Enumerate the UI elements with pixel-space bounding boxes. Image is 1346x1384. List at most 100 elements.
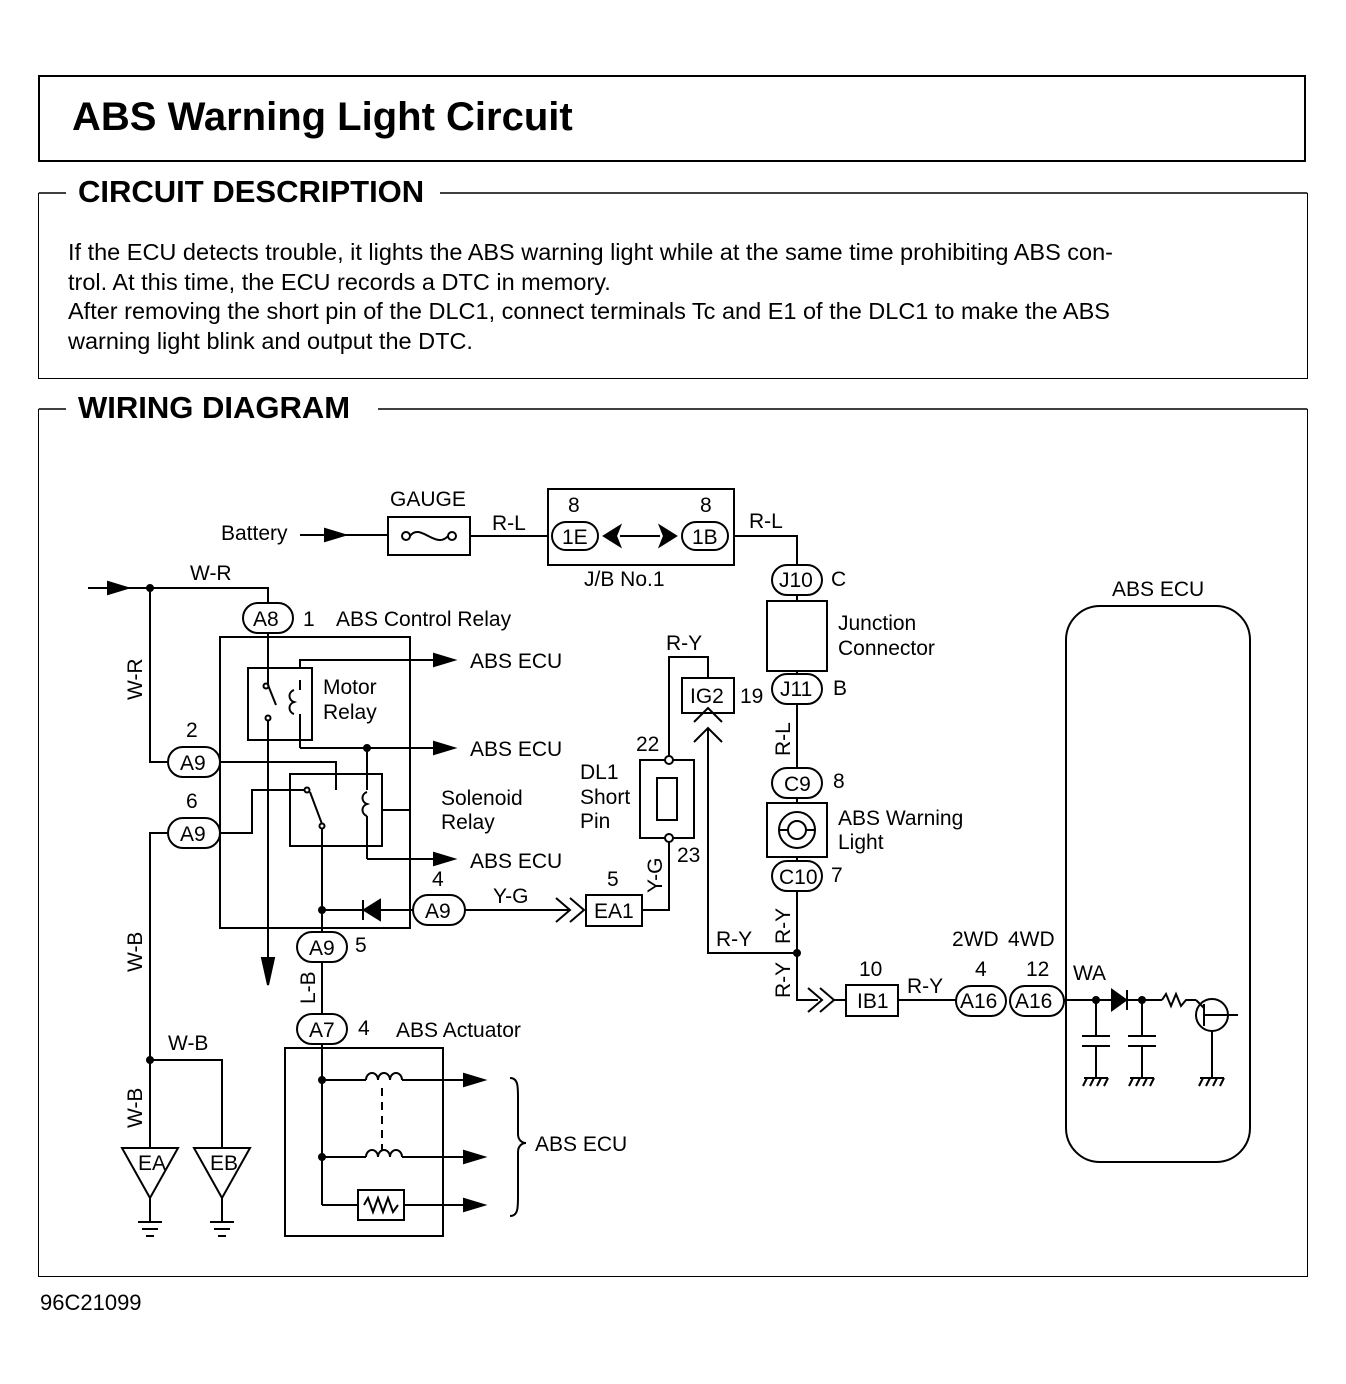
- wire-w-r: [130, 587, 269, 603]
- pin-label: 5: [355, 934, 367, 957]
- relay-label: Relay: [323, 701, 377, 724]
- solenoid-coil-icon: [365, 1149, 403, 1158]
- connector-label: 1E: [562, 526, 588, 549]
- brace-icon: [509, 1077, 527, 1217]
- fuse-icon: [409, 530, 449, 542]
- pin-text-label: Pin: [580, 810, 610, 833]
- wire-label: R-Y: [772, 908, 795, 944]
- pin-label: 6: [186, 790, 198, 813]
- short-label: Short: [580, 786, 630, 809]
- pin-label: 4: [358, 1017, 370, 1040]
- dl1-label: DL1: [580, 761, 619, 784]
- page-title: ABS Warning Light Circuit: [72, 95, 573, 139]
- wire-label: W-R: [190, 562, 232, 585]
- ground-icon: [1082, 1077, 1109, 1087]
- title-box: ABS Warning Light Circuit: [38, 75, 1306, 162]
- wire-w-r-side: [149, 588, 168, 763]
- motor-label: Motor: [323, 676, 377, 699]
- ground-icon: [1198, 1077, 1225, 1087]
- pin-label: B: [833, 677, 847, 700]
- pin-label: 1: [303, 608, 315, 631]
- connector-label: IG2: [690, 685, 724, 708]
- wire-r-y-junction: [707, 728, 797, 954]
- connector-label: A7: [309, 1019, 335, 1042]
- wire-label: W-B: [124, 1088, 147, 1128]
- circuit-description-box: [38, 193, 1308, 379]
- jb-link-arrow-left: [602, 523, 623, 549]
- jb-label: J/B No.1: [584, 568, 665, 591]
- abs-control-relay-label: ABS Control Relay: [336, 608, 512, 631]
- junction-label: Junction: [838, 612, 916, 635]
- pin-label: 8: [568, 494, 580, 517]
- connector-label: EA1: [594, 900, 634, 923]
- pin-label: 22: [636, 733, 659, 756]
- relay-coil-icon: [361, 791, 371, 817]
- wire-r-y-2: [796, 953, 818, 1001]
- abs-warning-label: ABS Warning: [838, 807, 963, 830]
- 4wd-label: 4WD: [1008, 928, 1055, 951]
- ground-eb: [192, 1147, 252, 1201]
- connector-label: J10: [779, 569, 813, 592]
- wire-label: Y-G: [493, 885, 528, 908]
- solenoid-coil-icon: [365, 1072, 403, 1081]
- wire-label: L-B: [297, 971, 320, 1004]
- ground-icon: [1128, 1077, 1155, 1087]
- junction-connector: [766, 600, 828, 672]
- wire-label: R-L: [749, 510, 783, 533]
- abs-ecu-label: ABS ECU: [470, 650, 562, 673]
- down-arrow: [260, 957, 276, 986]
- pin-label: 10: [859, 958, 882, 981]
- pin-label: 19: [740, 685, 763, 708]
- ground-label: EB: [210, 1152, 238, 1175]
- diode-icon: [1111, 988, 1128, 1012]
- wire-label: R-L: [492, 512, 526, 535]
- connector-label: A9: [309, 937, 335, 960]
- connector-label: IB1: [857, 990, 889, 1013]
- relay-coil-icon: [288, 689, 298, 715]
- connector-label: A16: [960, 990, 997, 1013]
- circuit-description-text: If the ECU detects trouble, it lights th…: [68, 238, 1288, 356]
- connector-text-label: Connector: [838, 637, 935, 660]
- wiring-diagram-heading: WIRING DIAGRAM: [66, 390, 363, 426]
- gauge-label: GAUGE: [390, 488, 466, 511]
- connector-ig2: [681, 677, 735, 714]
- wire-label: Y-G: [644, 858, 667, 893]
- ground-label: EA: [138, 1152, 166, 1175]
- pin-label: 5: [607, 868, 619, 891]
- light-label: Light: [838, 831, 884, 854]
- abs-ecu-label: ABS ECU: [470, 850, 562, 873]
- connector-label: A16: [1015, 990, 1052, 1013]
- relay-label: Relay: [441, 811, 495, 834]
- connector-a16-2wd: [955, 985, 1007, 1017]
- wire-to-ecu-1: [299, 659, 454, 668]
- solenoid-label: Solenoid: [441, 787, 523, 810]
- description-line: If the ECU detects trouble, it lights th…: [68, 239, 1113, 265]
- wire-label: R-L: [772, 722, 795, 756]
- abs-actuator-box: [284, 1047, 444, 1237]
- connector-label: J11: [780, 678, 812, 701]
- description-line: After removing the short pin of the DLC1…: [68, 298, 1110, 324]
- connector-label: 1B: [692, 526, 718, 549]
- connector-label: A9: [180, 823, 206, 846]
- dl1-short-pin: [639, 759, 695, 839]
- battery-label: Battery: [221, 522, 288, 545]
- pin-label: 7: [831, 864, 843, 887]
- connector-label: A8: [253, 608, 279, 631]
- pin-label: 4: [432, 868, 444, 891]
- wire-label: W-R: [124, 658, 147, 700]
- pin-label: 8: [833, 770, 845, 793]
- wire-label: W-B: [124, 932, 147, 972]
- wire-label: R-Y: [772, 962, 795, 998]
- wire-label: R-Y: [666, 632, 702, 655]
- pin-label: C: [831, 568, 846, 591]
- abs-ecu-label: ABS ECU: [535, 1133, 627, 1156]
- relay-switch-icon: [309, 791, 323, 825]
- 2wd-label: 2WD: [952, 928, 999, 951]
- pin-label: 8: [700, 494, 712, 517]
- connector-label: C10: [779, 866, 818, 889]
- pin-label: 2: [186, 719, 198, 742]
- abs-ecu-main-label: ABS ECU: [1112, 578, 1204, 601]
- wire-r-y-ig2: [668, 656, 709, 740]
- abs-ecu-label: ABS ECU: [470, 738, 562, 761]
- jb-no1-box: [547, 488, 735, 566]
